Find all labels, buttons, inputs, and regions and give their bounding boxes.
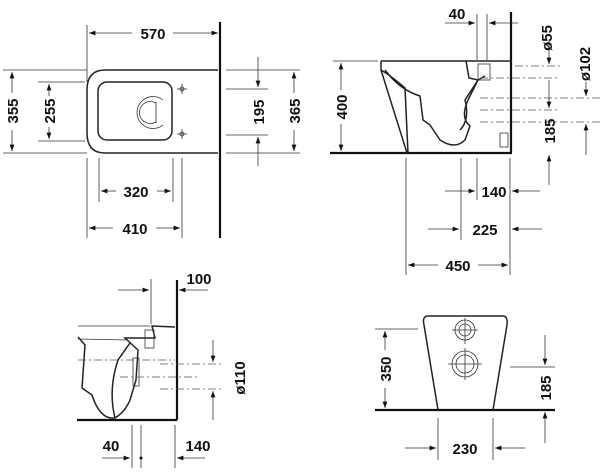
- dim-fix-spacing: 195: [251, 99, 268, 124]
- dim-outlet-height: 185: [542, 118, 559, 143]
- dim-dia-outlet: ø110: [232, 361, 249, 394]
- outlet: [499, 132, 509, 148]
- outlet-pipe: [132, 357, 140, 387]
- fixing-holes: [177, 84, 187, 139]
- dim-outlet-from-wall: 140: [481, 184, 506, 201]
- dim-dia-inlet: ø55: [539, 25, 556, 51]
- flush-symbol-inner: [139, 101, 157, 124]
- dim-140: 140: [185, 438, 210, 455]
- dim-40: 40: [103, 438, 120, 455]
- rear-view: 350 185 230: [375, 315, 555, 460]
- dim-225: 225: [472, 222, 497, 239]
- top-view: 570 355 255 195 365 320 410: [3, 22, 304, 238]
- side-view: 40 ø55 ø102 400 185 140 225 450: [330, 6, 600, 275]
- dim-depth-inner: 255: [42, 98, 59, 123]
- dim-height: 400: [334, 94, 351, 119]
- dim-depth: 450: [445, 258, 470, 275]
- inlet: [477, 63, 491, 81]
- dim-wall-width: 365: [287, 98, 304, 123]
- dim-dia-flush: ø102: [577, 47, 594, 81]
- inlet-hole: [452, 318, 478, 344]
- dim-depth-outer: 355: [5, 98, 22, 123]
- dim-fix-to-front: 320: [123, 184, 148, 201]
- bowl-outline: [86, 69, 218, 154]
- bowl-front: [380, 60, 511, 154]
- dim-seat-length: 410: [122, 221, 147, 238]
- inlet: [144, 329, 155, 349]
- wall-outlet-view: 100 ø110 40 140: [77, 271, 249, 468]
- outlet-hole: [448, 348, 482, 380]
- trap: [384, 60, 480, 146]
- bowl-outline: [77, 325, 176, 419]
- dim-base-width: 230: [452, 441, 477, 458]
- dim-rear-height: 350: [378, 356, 395, 381]
- seat-opening: [97, 81, 173, 141]
- flush-symbol: [136, 96, 164, 129]
- dim-top-offset: 40: [449, 6, 466, 23]
- dim-rear-outlet-height: 185: [538, 375, 555, 400]
- trap-inner: [459, 75, 486, 131]
- dim-wall-offset: 100: [186, 271, 211, 288]
- dim-width: 570: [140, 26, 165, 43]
- body-outline: [422, 315, 508, 411]
